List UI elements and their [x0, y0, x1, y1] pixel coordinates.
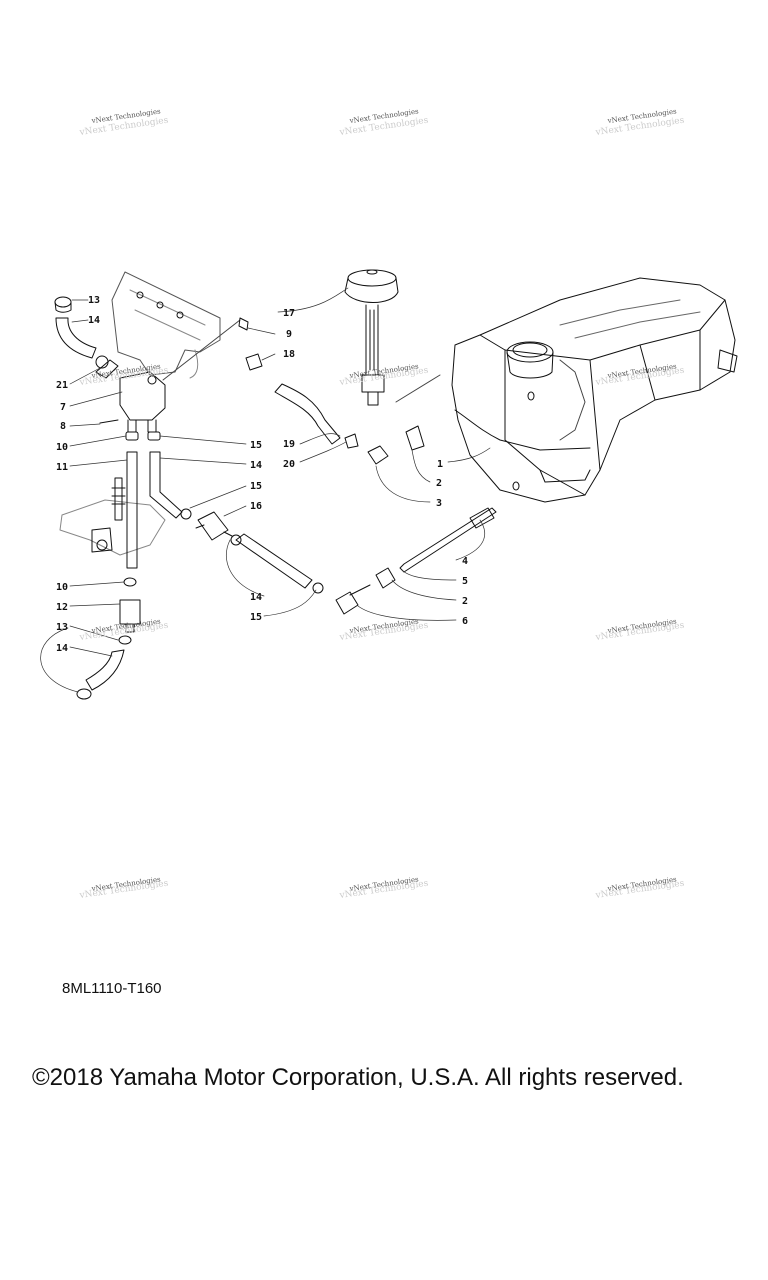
- callout-10: 10: [56, 442, 68, 453]
- callout-7: 7: [60, 402, 66, 413]
- fuel-cap-gauge: [344, 269, 441, 406]
- callout-11: 11: [56, 462, 68, 473]
- callout-15: 15: [250, 481, 262, 492]
- callout-10: 10: [56, 582, 68, 593]
- engine-mount-detail: [59, 477, 166, 556]
- callout-15: 15: [250, 440, 262, 451]
- callout-18: 18: [283, 349, 295, 360]
- callout-5: 5: [462, 576, 468, 587]
- callout-2: 2: [462, 596, 468, 607]
- callout-19: 19: [283, 439, 295, 450]
- callout-16: 16: [250, 501, 262, 512]
- callout-labels: 13 14 21 7 8 10 11 9 18 15 14 15 16 17 1…: [56, 295, 468, 654]
- callout-6: 6: [462, 616, 468, 627]
- callout-1: 1: [437, 459, 443, 470]
- callout-2: 2: [436, 478, 442, 489]
- copyright-notice: ©2018 Yamaha Motor Corporation, U.S.A. A…: [32, 1064, 684, 1091]
- fuel-tank: [451, 277, 738, 503]
- callout-21: 21: [56, 380, 68, 391]
- clamp-hose-upper-left: [54, 296, 119, 379]
- fuel-filter: [180, 508, 233, 541]
- hose-14-angled: [149, 451, 183, 519]
- hose-11: [126, 451, 138, 569]
- callout-8: 8: [60, 421, 66, 432]
- callout-17: 17: [283, 308, 295, 319]
- callout-3: 3: [436, 498, 442, 509]
- hose-14-lower: [235, 533, 313, 589]
- callout-9: 9: [286, 329, 292, 340]
- lower-filter-assembly: [76, 577, 141, 700]
- callout-13: 13: [56, 622, 68, 633]
- callout-14: 14: [250, 592, 262, 603]
- callout-15: 15: [250, 612, 262, 623]
- pickup-tube: [399, 507, 497, 573]
- callout-14: 14: [250, 460, 262, 471]
- callout-4: 4: [462, 556, 468, 567]
- diagram-code: 8ML1110-T160: [62, 980, 162, 997]
- mounting-bracket: [111, 271, 221, 379]
- callout-14: 14: [88, 315, 100, 326]
- callout-12: 12: [56, 602, 68, 613]
- fuel-valve: [99, 317, 263, 433]
- callout-13: 13: [88, 295, 100, 306]
- callout-20: 20: [283, 459, 295, 470]
- callout-14: 14: [56, 643, 68, 654]
- vent-hose: [274, 383, 341, 445]
